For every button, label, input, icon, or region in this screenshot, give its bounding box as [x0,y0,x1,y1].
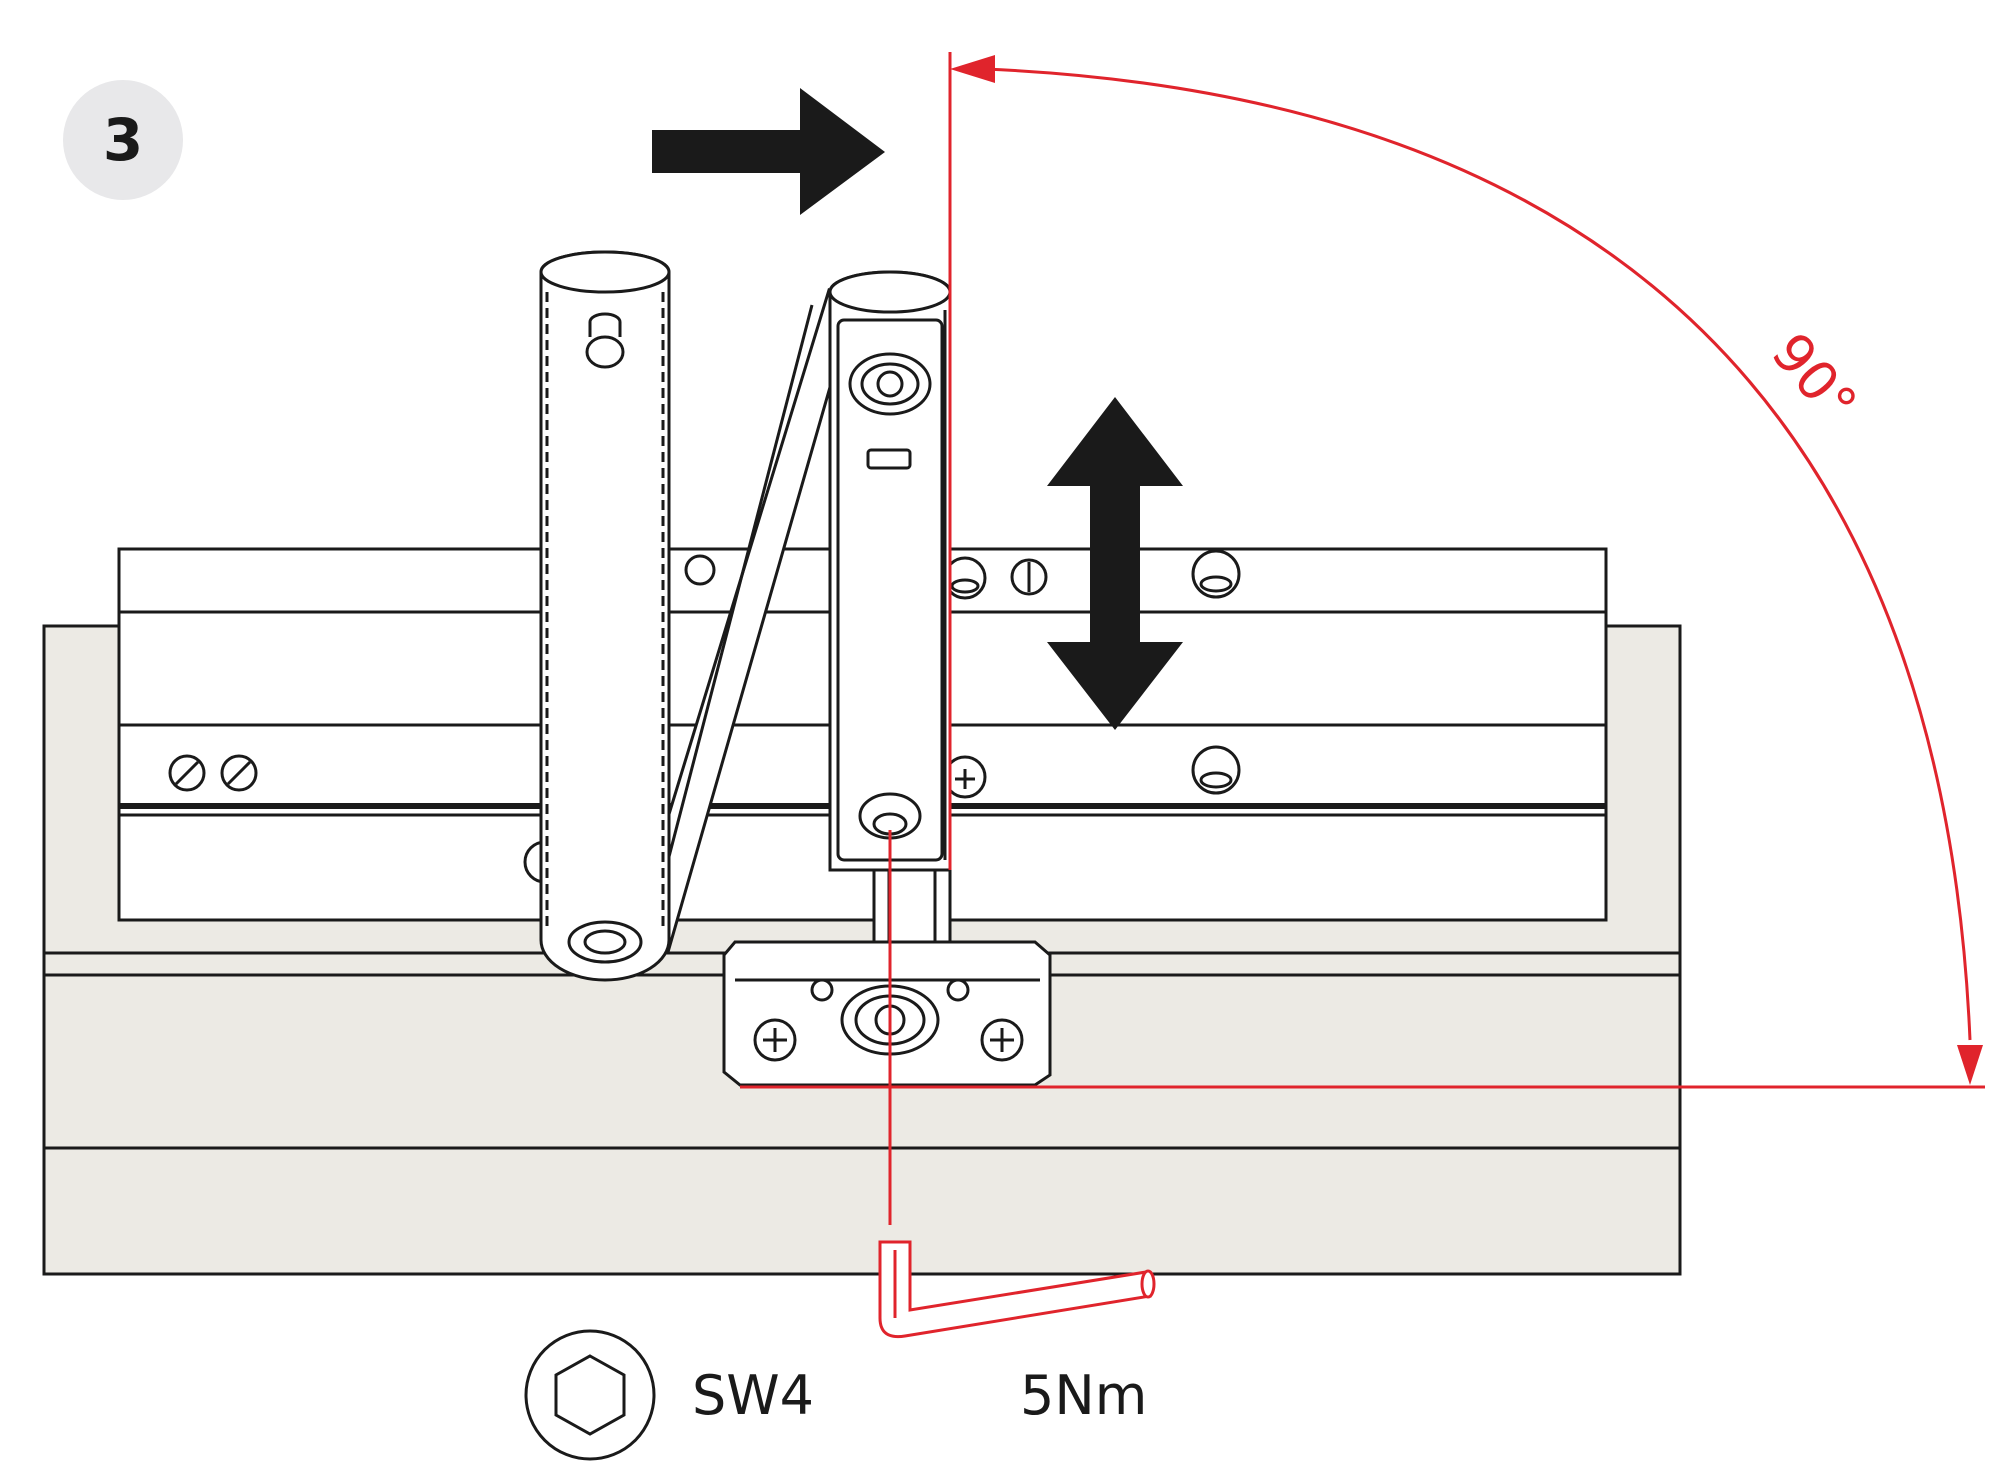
arc-arrowhead-icon [1957,1045,1983,1085]
countersunk-hole [1191,745,1241,795]
plate-screws [168,549,1241,884]
hex-socket-icon [524,1329,656,1461]
countersunk-hole [1191,549,1241,599]
hex-socket-screw [848,352,932,416]
hex-socket-screw [858,792,922,840]
closer-arm-previous-position [539,250,671,982]
angle-arc [984,67,1972,1041]
double-arrow-vertical-icon [1047,397,1183,730]
arrow-right-icon [652,88,885,215]
phillips-screw [980,1018,1024,1062]
mounting-bracket [722,940,1052,1087]
slotted-screw [1010,558,1048,596]
hidden-screw [684,554,716,586]
arc-arrowhead-icon [950,55,995,83]
step-badge-circle [63,80,183,200]
torque-label: 5Nm [1020,1364,1147,1427]
step-number: 3 [103,106,143,174]
phillips-screw [753,1018,797,1062]
slotted-screw [220,754,258,792]
slotted-screw [168,754,206,792]
hex-key-size-label: SW4 [692,1364,814,1427]
angle-annotation [740,52,1985,1225]
step-badge: 3 [63,80,183,200]
countersunk-hole [943,556,987,600]
angle-label: 90° [1759,321,1869,435]
allen-key-icon [878,1240,1156,1339]
